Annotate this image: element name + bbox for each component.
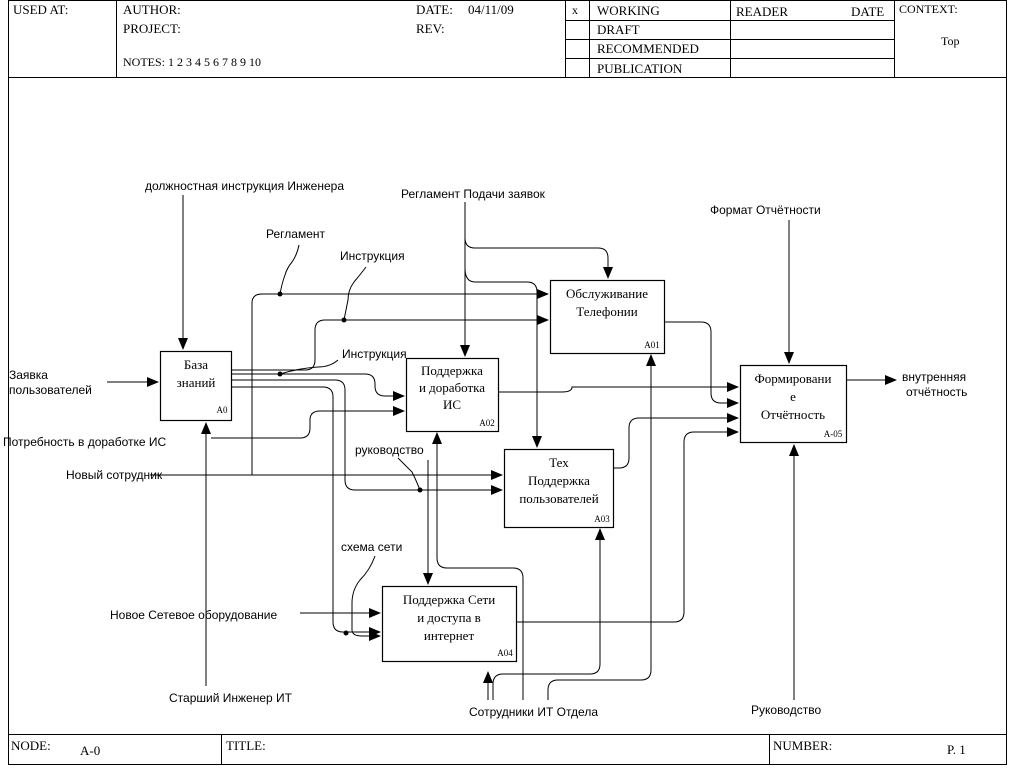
arrow-instruction-a01[interactable] [232,315,549,371]
date-label: DATE: [416,2,453,17]
reader-date-label: DATE [851,4,884,19]
box-a05-line3: Отчётность [761,407,825,422]
box-a05-line1: Формировани [755,371,832,386]
arrow-request-reglament-a03[interactable] [464,267,542,448]
box-a0[interactable] [159,350,233,422]
box-a05-id: A-05 [824,429,843,439]
box-a04-line2: и доступа в [417,610,481,625]
arrow-a03-a05[interactable] [614,413,739,469]
notes-label: NOTES: 1 2 3 4 5 6 7 8 9 10 [123,55,261,69]
label-network-scheme: схема сети [341,540,402,554]
label-instruction2: Инструкция [342,347,407,361]
node-value: A-0 [80,743,100,758]
box-a02-line1: Поддержка [421,363,483,378]
box-a02-line3: ИС [443,397,461,412]
used-at-label: USED AT: [13,2,68,17]
rev-label: REV: [416,21,445,36]
box-a0-line2: знаний [177,375,216,390]
box-a03-line1: Тех [549,455,569,470]
arrow-a0-a03[interactable] [232,379,503,495]
status-working: WORKING [597,3,660,18]
junction-dot [277,371,283,377]
label-report-format: Формат Отчётности [710,203,821,217]
project-label: PROJECT: [123,21,181,36]
arrow-it-staff-a01[interactable] [547,354,656,700]
status-recommended: RECOMMENDED [597,41,699,56]
label-user-request-1: Заявка [9,368,48,382]
title-label: TITLE: [226,738,266,753]
number-label: NUMBER: [773,738,832,753]
box-a05-line2: е [790,389,796,404]
arrow-reglament[interactable] [251,289,549,475]
box-a02-id: A02 [479,418,495,428]
label-management1: руководство [355,443,424,457]
context-label: CONTEXT: [899,2,958,16]
junction-dot [341,317,347,323]
box-a03-line3: пользователей [519,491,598,506]
box-a04-line3: интернет [424,628,475,643]
label-new-employee: Новый сотрудник [66,468,163,482]
arrow-it-staff-a03[interactable] [492,528,605,700]
arrow-request-reglament-a01[interactable] [464,237,613,279]
box-a02[interactable] [405,357,500,433]
arrow-a01-a05[interactable] [665,321,739,408]
author-label: AUTHOR: [123,2,181,17]
label-need-improvement: Потребность в доработке ИС [3,435,167,449]
arrow-network-scheme[interactable] [351,555,381,641]
box-a01-id: A01 [644,340,660,350]
node-label: NODE: [11,738,51,753]
squiggle-instruction2 [279,359,339,375]
arrow-need-improvement[interactable] [211,406,405,439]
date-value: 04/11/09 [468,2,514,17]
box-a02-line2: и доработка [419,380,485,395]
status-publication: PUBLICATION [597,61,683,76]
label-user-request-2: пользователей [9,383,92,397]
box-a0-line1: База [184,357,208,372]
context-value: Top [941,34,960,48]
box-a01[interactable] [549,279,666,355]
junction-dot [343,630,349,636]
label-internal-reports-1: внутренняя [902,370,966,384]
label-senior-engineer: Старший Инженер ИТ [169,691,293,705]
label-instruction1: Инструкция [340,249,405,263]
arrow-instruction-a02[interactable] [232,373,405,401]
label-job-instruction: должностная инструкция Инженера [145,179,344,193]
label-request-reglament: Регламент Подачи заявок [401,187,546,201]
box-a04-id: A04 [497,648,513,658]
box-a01-line1: Обслуживание [566,286,648,301]
box-a01-line2: Телефонии [576,304,637,319]
status-draft: DRAFT [597,22,640,37]
squiggle-instruction1 [343,266,367,321]
arrow-a04-a05[interactable] [517,427,739,623]
label-internal-reports-2: отчётность [906,385,967,399]
label-reglament: Регламент [266,227,325,241]
junction-dot [417,487,423,493]
box-a03[interactable] [503,448,615,529]
footer-frame [8,734,1007,765]
status-mark: x [572,3,578,17]
label-it-staff: Сотрудники ИТ Отдела [469,705,598,719]
page-number: P. 1 [947,742,966,757]
junction-dot [277,291,283,297]
label-management2: Руководство [751,703,821,717]
arrow-it-staff-a02[interactable] [432,432,524,700]
squiggle-management1 [397,457,421,491]
arrow-a0-a04[interactable] [232,386,381,637]
box-a0-id: A0 [217,405,228,415]
box-a03-id: A03 [594,514,610,524]
box-a05[interactable] [739,364,848,444]
squiggle-reglament [279,244,300,295]
label-new-network-hw: Новое Сетевое оборудование [110,608,277,622]
arrow-a02-a05[interactable] [499,382,739,393]
box-a03-line2: Поддержка [528,473,590,488]
reader-label: READER [736,4,788,19]
box-a04[interactable] [381,585,518,663]
box-a04-line1: Поддержка Сети [403,592,495,607]
